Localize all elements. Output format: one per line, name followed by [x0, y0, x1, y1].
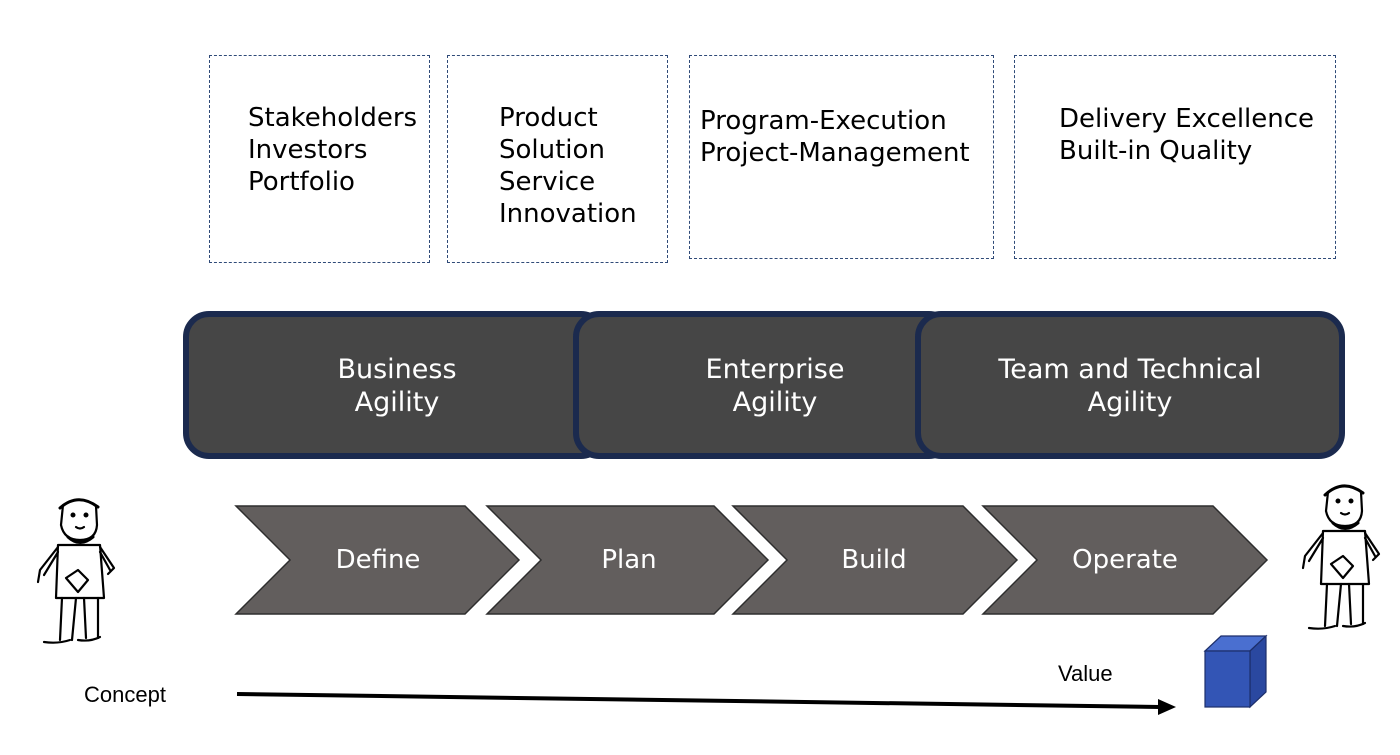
left-person-icon — [36, 498, 116, 644]
band-line: Agility — [1087, 387, 1173, 418]
concept-label: Concept — [84, 682, 166, 707]
role-line: Built-in Quality — [1059, 136, 1253, 166]
role-box-stakeholders — [209, 55, 430, 263]
timeline-arrow-shaft — [236, 692, 1161, 709]
business-agility-band — [183, 311, 607, 459]
enterprise-agility-band — [573, 311, 955, 459]
role-line: Product — [499, 103, 598, 133]
stage-define-label: Define — [335, 545, 421, 575]
role-line: Delivery Excellence — [1059, 104, 1315, 134]
team-technical-agility-label: Team and Technical Agility — [990, 353, 1270, 419]
role-line: Service — [499, 167, 596, 197]
team-technical-agility-band — [915, 311, 1345, 459]
role-box-delivery-text: Delivery Excellence Built-in Quality — [1059, 103, 1314, 167]
role-box-stakeholders-text: Stakeholders Investors Portfolio — [248, 102, 417, 198]
band-line: Team and Technical — [998, 354, 1262, 385]
role-line: Investors — [248, 135, 368, 165]
build-chevron — [731, 505, 1019, 615]
role-box-product — [447, 55, 668, 263]
role-line: Portfolio — [248, 167, 355, 197]
band-line: Agility — [354, 387, 440, 418]
define-chevron — [234, 505, 521, 615]
band-line: Agility — [732, 387, 818, 418]
role-line: Solution — [499, 135, 605, 165]
right-person-icon — [1301, 484, 1381, 630]
role-box-program-text: Program-Execution Project-Management — [700, 105, 970, 169]
enterprise-agility-label: Enterprise Agility — [675, 353, 875, 419]
stage-build-label: Build — [841, 545, 907, 575]
band-line: Business — [337, 354, 457, 385]
role-box-program — [689, 55, 994, 259]
operate-chevron — [981, 505, 1269, 615]
stage-plan-label: Plan — [601, 545, 657, 575]
band-line: Enterprise — [705, 354, 845, 385]
role-line: Innovation — [499, 199, 637, 229]
role-line: Program-Execution — [700, 106, 947, 136]
role-box-delivery — [1014, 55, 1336, 259]
business-agility-label: Business Agility — [297, 353, 497, 419]
plan-chevron — [485, 505, 770, 615]
value-label: Value — [1058, 661, 1113, 686]
role-line: Project-Management — [700, 138, 970, 168]
stage-operate-label: Operate — [1072, 545, 1178, 575]
role-line: Stakeholders — [248, 103, 418, 133]
role-box-product-text: Product Solution Service Innovation — [499, 102, 637, 230]
value-cube-icon — [1203, 634, 1268, 709]
timeline-arrow-head — [1158, 699, 1176, 715]
